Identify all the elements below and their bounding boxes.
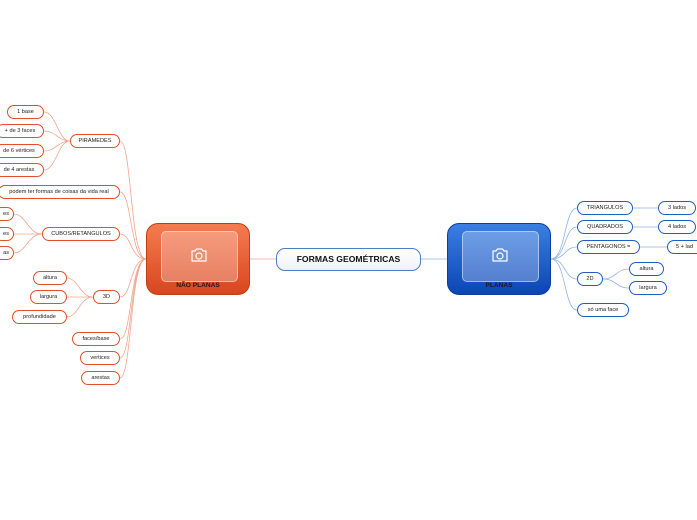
nao-planas-label: NÃO PLANAS: [176, 282, 220, 289]
image-placeholder[interactable]: [161, 231, 238, 282]
quadrados-node[interactable]: QUADRADOS: [577, 220, 633, 234]
uma-face-node[interactable]: só uma face: [577, 303, 629, 317]
central-topic[interactable]: FORMAS GEOMÉTRICAS: [276, 248, 421, 271]
triangulos-child[interactable]: 3 lados: [658, 201, 696, 215]
two-d-child[interactable]: largura: [629, 281, 667, 295]
camera-icon: [492, 248, 508, 262]
triangulos-node[interactable]: TRIANGULOS: [577, 201, 633, 215]
piramides-child[interactable]: de 4 arestas: [0, 163, 44, 177]
two-d-child[interactable]: altura: [629, 262, 664, 276]
piramides-node[interactable]: PIRAMEDES: [70, 134, 120, 148]
piramides-child[interactable]: 1 base: [7, 105, 44, 119]
two-d-node[interactable]: 2D: [577, 272, 603, 286]
image-placeholder[interactable]: [462, 231, 539, 282]
pentagonos-node[interactable]: PENTAGONOS =: [577, 240, 640, 254]
planas-node[interactable]: PLANAS: [447, 223, 551, 295]
nao-planas-node[interactable]: NÃO PLANAS: [146, 223, 250, 295]
pentagonos-child[interactable]: 5 + lad: [667, 240, 697, 254]
cubos-child[interactable]: es: [0, 207, 14, 221]
three-d-node[interactable]: 3D: [93, 290, 120, 304]
cubos-child[interactable]: as: [0, 246, 14, 260]
piramides-child[interactable]: + de 3 faces: [0, 124, 44, 138]
arestas-node[interactable]: arestas: [81, 371, 120, 385]
real-life-node[interactable]: podem ter formas de coisas da vida real: [0, 185, 120, 199]
three-d-child[interactable]: profundidade: [12, 310, 67, 324]
planas-label: PLANAS: [485, 282, 513, 289]
cubos-child[interactable]: es: [0, 227, 14, 241]
faces-base-node[interactable]: faces/base: [72, 332, 120, 346]
piramides-child[interactable]: de 6 vértices: [0, 144, 44, 158]
three-d-child[interactable]: altura: [33, 271, 67, 285]
three-d-child[interactable]: largura: [30, 290, 67, 304]
vertices-node[interactable]: vertices: [80, 351, 120, 365]
cubos-node[interactable]: CUBOS/RETANGULOS: [42, 227, 120, 241]
quadrados-child[interactable]: 4 lados: [658, 220, 696, 234]
camera-icon: [191, 248, 207, 262]
